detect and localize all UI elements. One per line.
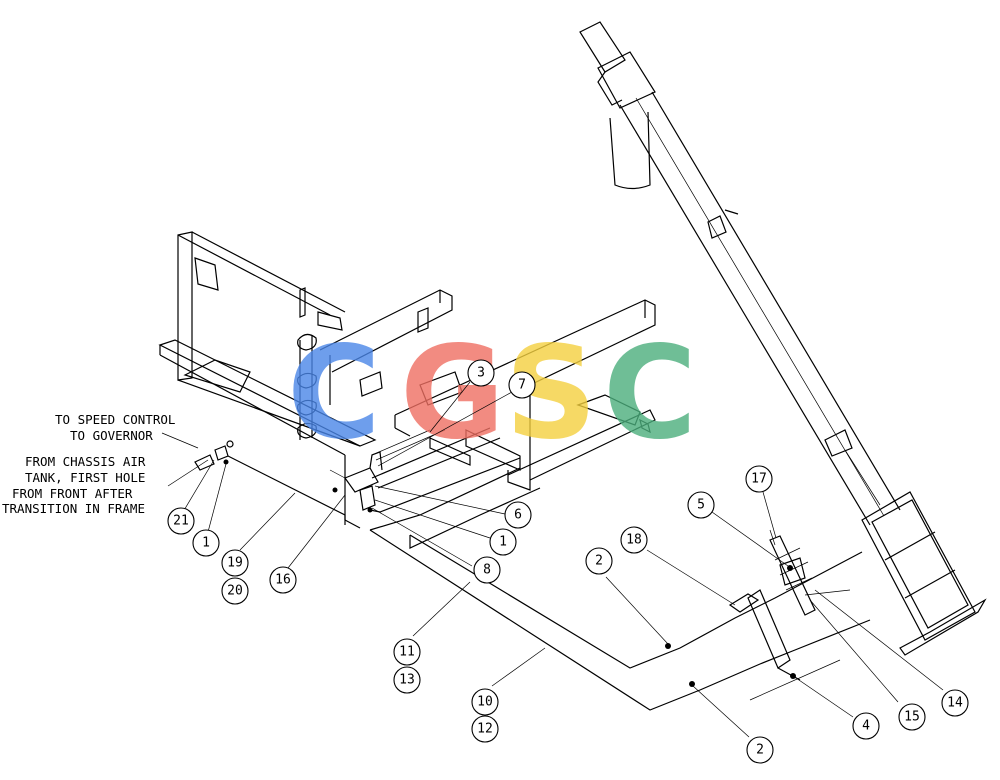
svg-text:15: 15 — [904, 710, 920, 725]
svg-text:18: 18 — [626, 533, 642, 548]
balloon-callouts: 21 1 19 20 16 3 7 6 1 8 11 13 10 12 2 18… — [167, 359, 969, 764]
watermark-letter-g: G — [400, 319, 505, 468]
balloon-21: 21 — [167, 507, 195, 535]
svg-text:21: 21 — [173, 514, 189, 529]
svg-text:10: 10 — [477, 695, 493, 710]
balloon-13: 13 — [393, 666, 421, 694]
note-chassis-line1: FROM CHASSIS AIR — [25, 454, 146, 469]
svg-text:11: 11 — [399, 645, 415, 660]
svg-text:1: 1 — [202, 536, 210, 551]
leader-lines — [182, 381, 944, 738]
watermark-letter-c: C — [287, 319, 381, 468]
balloon-3: 3 — [467, 359, 495, 387]
balloon-18: 18 — [620, 526, 648, 554]
balloon-2-lower: 2 — [746, 736, 774, 764]
svg-text:1: 1 — [499, 535, 507, 550]
svg-text:16: 16 — [275, 573, 291, 588]
balloon-14: 14 — [941, 689, 969, 717]
balloon-4: 4 — [852, 712, 880, 740]
note-chassis-line4: TRANSITION IN FRAME — [2, 501, 145, 516]
balloon-11: 11 — [393, 638, 421, 666]
watermark: C G S C — [287, 319, 697, 468]
svg-text:20: 20 — [227, 584, 243, 599]
note-governor: TO GOVERNOR — [70, 428, 153, 443]
svg-text:4: 4 — [862, 719, 870, 734]
svg-text:3: 3 — [477, 366, 485, 381]
cylinder-assembly — [665, 529, 851, 701]
balloon-16: 16 — [269, 566, 297, 594]
svg-text:17: 17 — [751, 472, 767, 487]
note-chassis-line2: TANK, FIRST HOLE — [25, 470, 145, 485]
svg-text:2: 2 — [595, 554, 603, 569]
frame-assembly — [158, 231, 453, 529]
balloon-7: 7 — [508, 371, 536, 399]
svg-text:2: 2 — [756, 743, 764, 758]
svg-text:7: 7 — [518, 378, 526, 393]
svg-text:13: 13 — [399, 673, 415, 688]
svg-text:19: 19 — [227, 556, 243, 571]
balloon-17: 17 — [745, 465, 773, 493]
note-chassis-line3: FROM FRONT AFTER — [12, 486, 133, 501]
balloon-19: 19 — [221, 549, 249, 577]
balloon-15: 15 — [898, 703, 926, 731]
balloon-5: 5 — [687, 491, 715, 519]
balloon-12: 12 — [471, 715, 499, 743]
svg-text:5: 5 — [697, 498, 705, 513]
balloon-1-center: 1 — [489, 528, 517, 556]
watermark-letter-c-2: C — [603, 319, 697, 468]
svg-text:6: 6 — [514, 508, 522, 523]
note-speed-control: TO SPEED CONTROL — [55, 412, 175, 427]
balloon-20: 20 — [221, 577, 249, 605]
svg-text:14: 14 — [947, 696, 963, 711]
balloon-8: 8 — [473, 556, 501, 584]
svg-text:8: 8 — [483, 563, 491, 578]
valve-assembly — [194, 429, 446, 513]
boom-assembly — [579, 21, 987, 656]
balloon-1-left: 1 — [192, 529, 220, 557]
hose-routing — [227, 427, 871, 711]
svg-text:12: 12 — [477, 722, 493, 737]
balloon-2-upper: 2 — [585, 547, 613, 575]
notes: TO SPEED CONTROL TO GOVERNOR FROM CHASSI… — [2, 412, 209, 516]
balloon-6: 6 — [504, 501, 532, 529]
balloon-10: 10 — [471, 688, 499, 716]
